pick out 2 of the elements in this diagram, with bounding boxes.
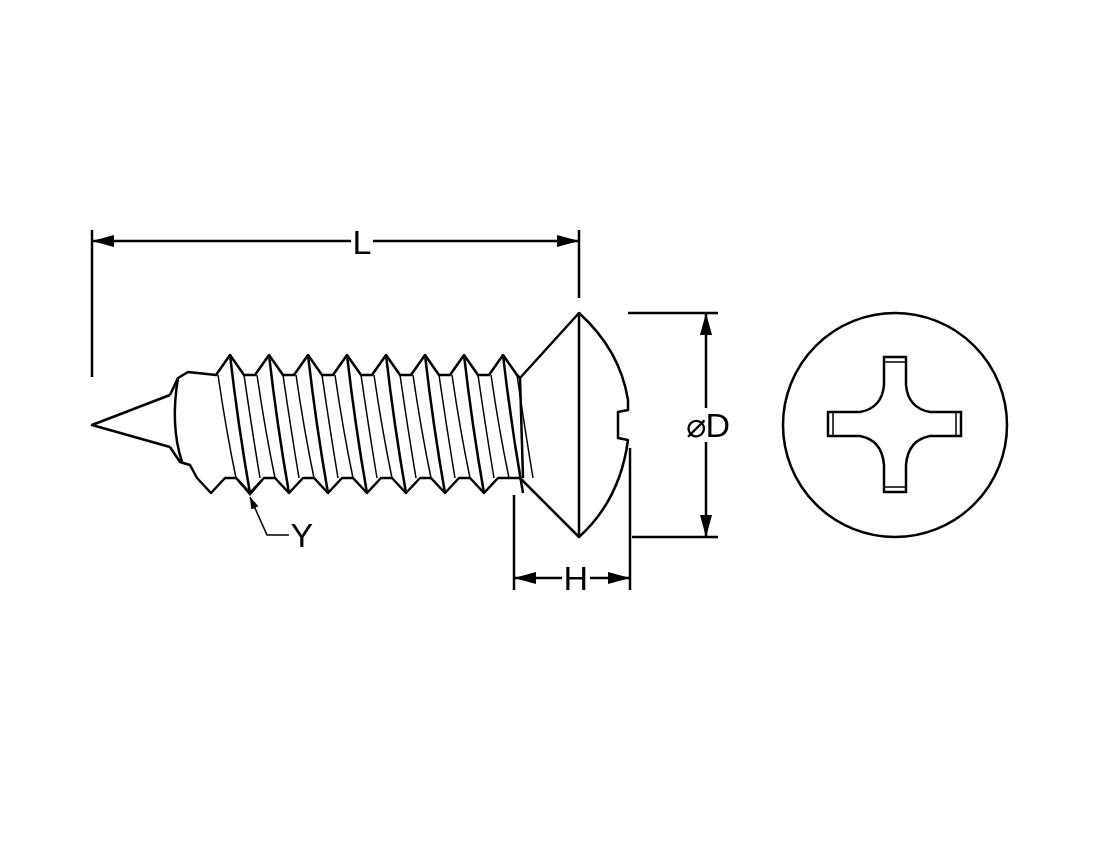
leader-line	[249, 496, 290, 536]
thread-crest	[237, 479, 263, 496]
